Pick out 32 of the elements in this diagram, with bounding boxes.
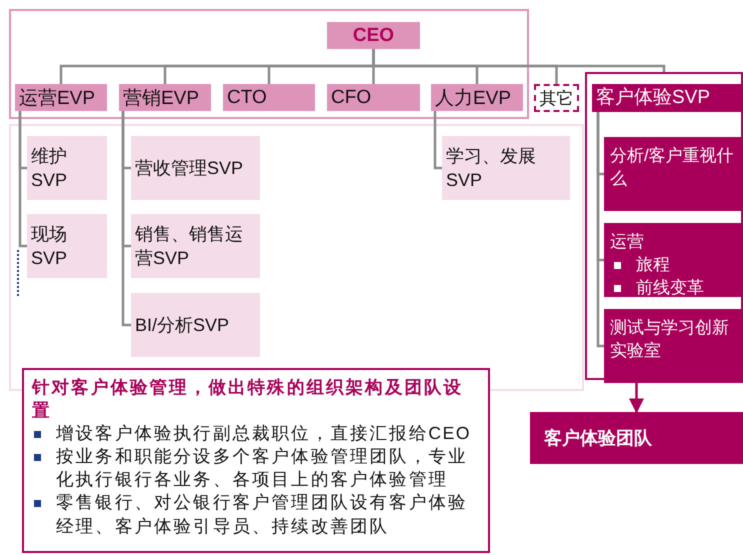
bullet-item: 增设客户体验执行副总裁职位，直接汇报给CEO xyxy=(32,422,480,446)
role-box: CFO xyxy=(327,84,420,111)
connector-line xyxy=(434,111,442,170)
dashed-box: 其它 xyxy=(534,84,579,112)
role-box: 学习、发展SVP xyxy=(442,136,570,200)
connector-line xyxy=(372,49,666,72)
role-box: 人力EVP xyxy=(431,84,523,111)
panel-heading: 客户体验SVP xyxy=(592,84,743,112)
role-box: 销售、销售运营SVP xyxy=(131,214,260,278)
note-box xyxy=(22,368,490,553)
list-heading: 运营 xyxy=(610,231,645,253)
role-box: 运营EVP xyxy=(15,84,107,111)
note-heading: 针对客户体验管理，做出特殊的组织架构及团队设置 xyxy=(32,376,464,422)
role-box: 营销EVP xyxy=(119,84,211,111)
ceo-box: CEO xyxy=(327,22,420,49)
role-box: BI/分析SVP xyxy=(131,293,260,357)
function-box: 测试与学习创新实验室 xyxy=(604,309,743,383)
function-box xyxy=(604,223,743,297)
team-panel xyxy=(585,72,743,380)
function-box: 分析/客户重视什么 xyxy=(604,137,743,211)
connector-line xyxy=(18,111,27,248)
bullet-item: 旅程 xyxy=(612,254,739,277)
bullet-item: 零售银行、对公银行客户管理团队设有客户体验经理、客户体验引导员、持续改善团队 xyxy=(32,491,480,538)
bullet-item: 按业务和职能分设多个客户体验管理团队，专业化执行银行各业务、各项目上的客户体验管理 xyxy=(32,445,480,492)
bullet-item: 前线变革 xyxy=(612,276,739,300)
team-box: 客户体验团队 xyxy=(530,412,743,464)
role-box: CTO xyxy=(223,84,315,111)
connector-line xyxy=(122,111,131,326)
role-box: 营收管理SVP xyxy=(131,136,260,200)
role-box: 现场SVP xyxy=(27,214,107,278)
connector-line xyxy=(596,112,604,348)
role-box: 维护SVP xyxy=(27,136,107,200)
